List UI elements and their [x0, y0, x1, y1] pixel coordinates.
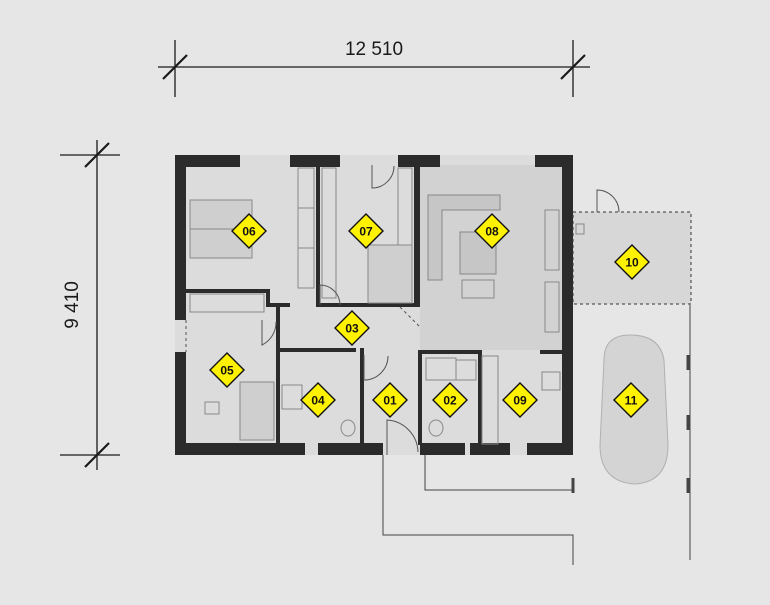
room-marker-diamond	[432, 382, 468, 418]
room-number-label: 10	[625, 256, 639, 270]
room-marker-01: 01	[372, 382, 408, 418]
room-marker-08: 08	[474, 213, 510, 249]
room-marker-07: 07	[348, 213, 384, 249]
room-marker-03: 03	[334, 310, 370, 346]
room-marker-diamond	[209, 352, 245, 388]
room-number-label: 06	[242, 225, 256, 239]
room-marker-diamond	[334, 310, 370, 346]
room-marker-09: 09	[502, 382, 538, 418]
room-marker-diamond	[613, 382, 649, 418]
room-marker-11: 11	[613, 382, 649, 418]
room-marker-10: 10	[614, 244, 650, 280]
interior-walls	[186, 165, 562, 445]
room-marker-04: 04	[300, 382, 336, 418]
room-marker-diamond	[614, 244, 650, 280]
room-marker-diamond	[231, 213, 267, 249]
room-number-label: 03	[345, 322, 359, 336]
room-marker-02: 02	[432, 382, 468, 418]
room-marker-05: 05	[209, 352, 245, 388]
width-dimension-label: 12 510	[345, 39, 403, 60]
room-number-label: 08	[485, 225, 499, 239]
door-swings	[185, 165, 620, 455]
site-lines	[382, 305, 691, 565]
room-marker-06: 06	[231, 213, 267, 249]
room-number-label: 11	[625, 394, 638, 408]
room-number-label: 09	[513, 394, 527, 408]
height-dimension	[60, 140, 120, 470]
exterior-walls	[175, 155, 573, 455]
width-dimension	[158, 40, 590, 97]
height-dimension-label: 9 410	[62, 281, 83, 329]
room-marker-diamond	[300, 382, 336, 418]
room-marker-diamond	[348, 213, 384, 249]
room-marker-diamond	[502, 382, 538, 418]
room-number-label: 05	[220, 364, 234, 378]
room-number-label: 04	[311, 394, 325, 408]
room-marker-diamond	[372, 382, 408, 418]
room-number-label: 02	[443, 394, 457, 408]
room-number-label: 01	[383, 394, 397, 408]
room-marker-diamond	[474, 213, 510, 249]
room-number-label: 07	[359, 225, 373, 239]
